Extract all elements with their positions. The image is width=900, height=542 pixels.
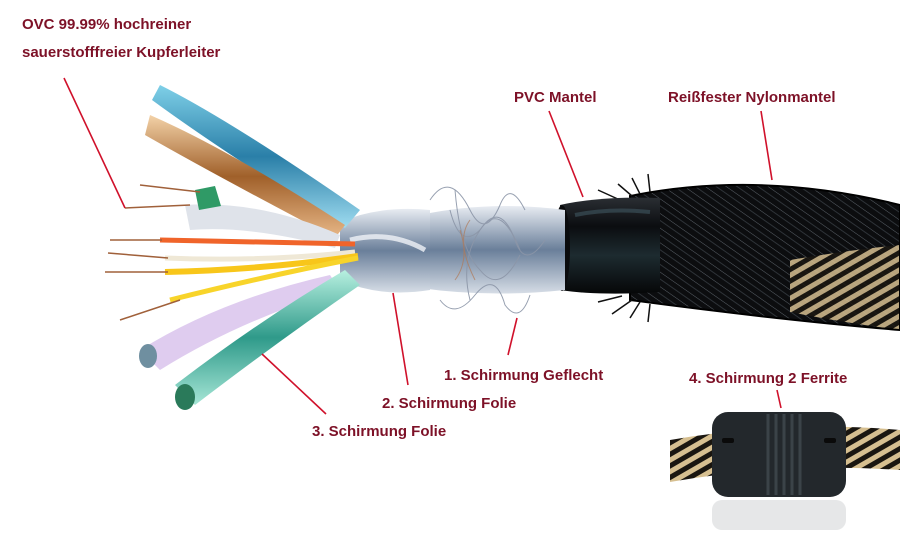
label-shield-2: 2. Schirmung Folie (382, 395, 517, 412)
label-shield-4: 4. Schirmung 2 Ferrite (689, 370, 848, 387)
braid-shield (420, 186, 565, 314)
nylon-sleeve (597, 173, 900, 332)
label-conductor-line1: OVC 99.99% hochreiner (22, 16, 192, 33)
label-nylon-sleeve: Reißfester Nylonmantel (668, 89, 836, 106)
pvc-jacket (554, 197, 660, 294)
label-conductor-line2: sauerstofffreier Kupferleiter (22, 44, 221, 61)
label-shield-3: 3. Schirmung Folie (312, 423, 447, 440)
pointer-lines (63, 77, 782, 415)
label-shield-1: 1. Schirmung Geflecht (444, 367, 604, 384)
foil-shield (340, 208, 430, 293)
ferrite-inset (670, 412, 900, 530)
label-pvc-jacket: PVC Mantel (514, 89, 597, 106)
conductor-pairs (105, 85, 360, 410)
